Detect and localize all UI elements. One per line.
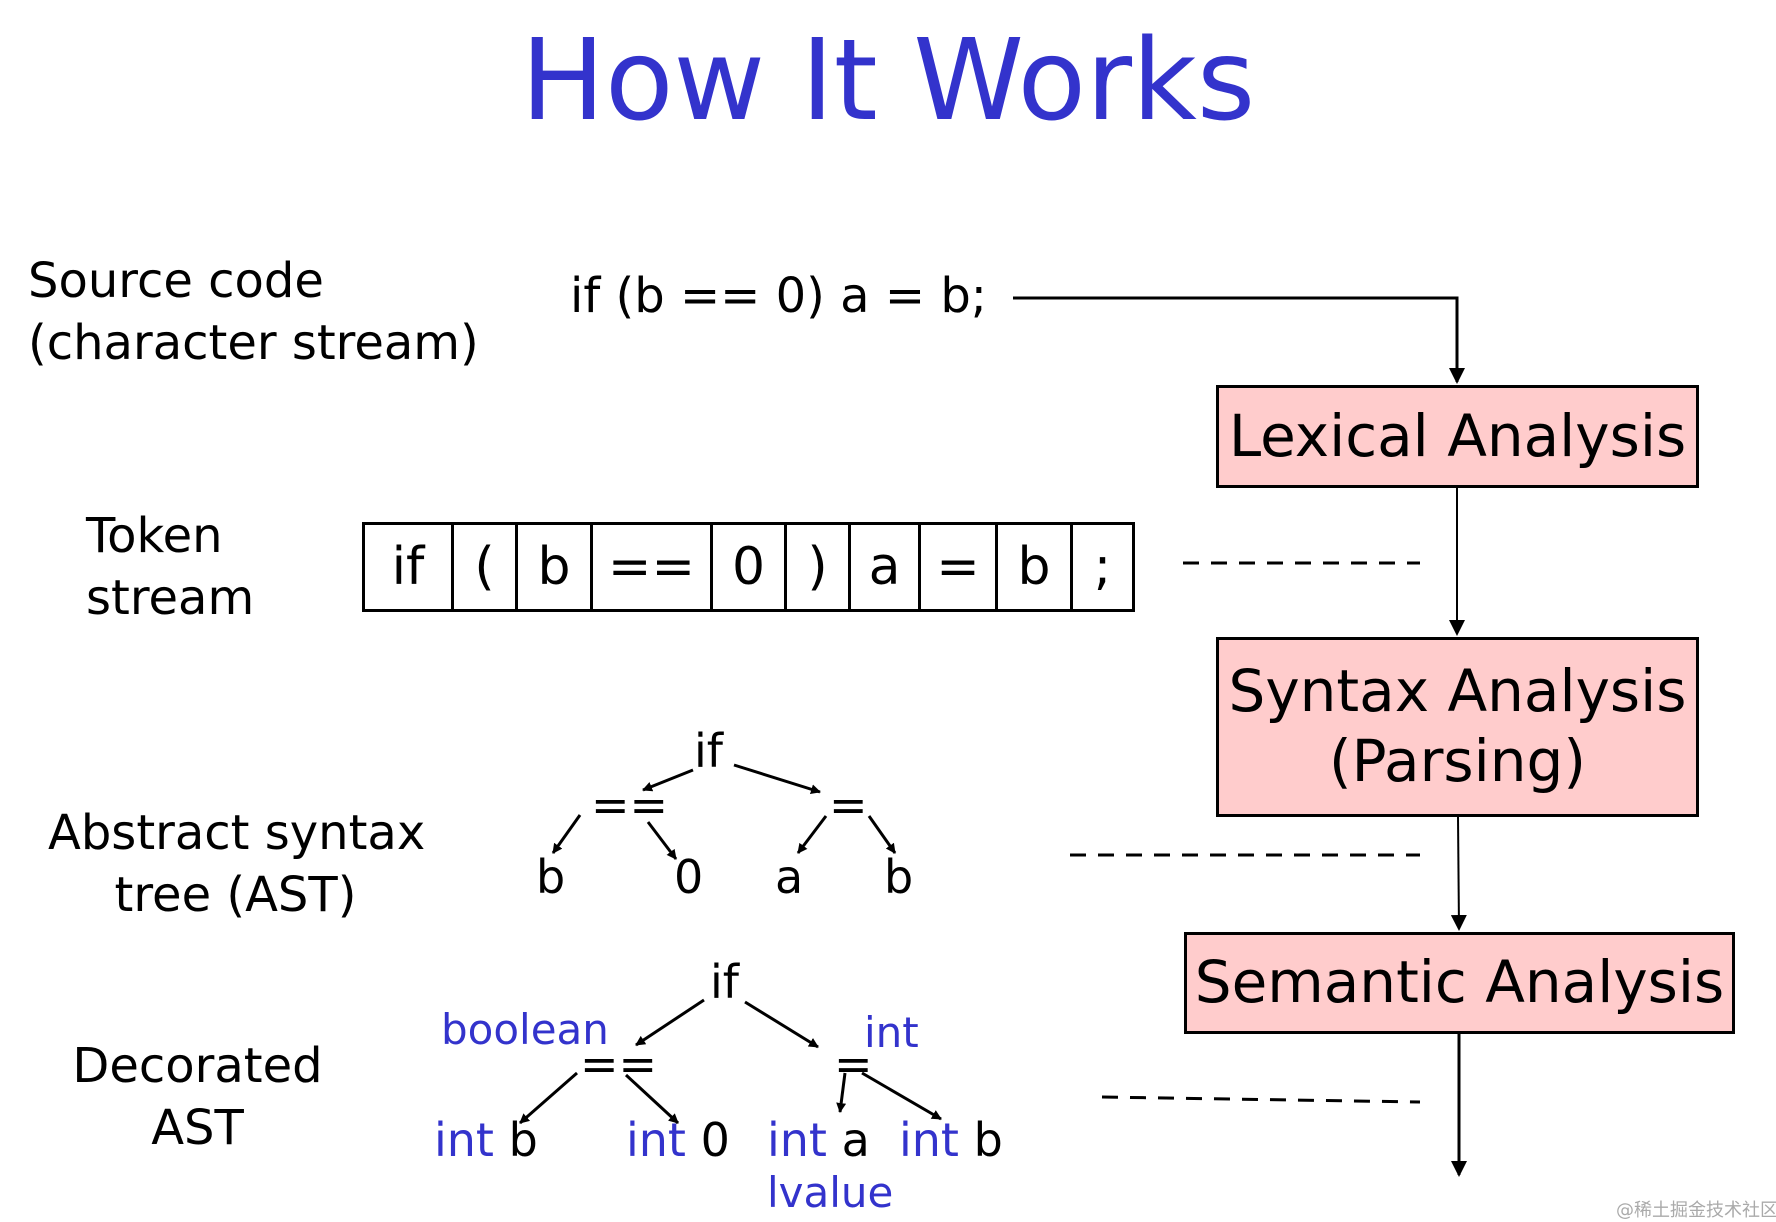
source-to-lexical-arrow (1013, 296, 1465, 384)
type-annotation: int (767, 1113, 827, 1167)
token-stream-label-line2: stream (86, 570, 255, 626)
decorated-node-assign: = (834, 1037, 873, 1091)
decorated-ast-label: Decorated AST (70, 1035, 325, 1159)
semantic-analysis-box: Semantic Analysis (1184, 932, 1735, 1034)
decorated-node-eq: == (580, 1037, 658, 1091)
token-cell: = (918, 525, 995, 609)
ast-edge (642, 768, 694, 792)
leaf-name: b (508, 1113, 538, 1167)
decorated-ast-edge (744, 1000, 819, 1049)
page-title: How It Works (520, 16, 1256, 146)
decorated-ast-edge (861, 1071, 942, 1121)
source-code-label-line1: Source code (28, 253, 324, 309)
decorated-ast-edge (836, 1072, 847, 1113)
token-stream-label-line1: Token (86, 508, 223, 564)
token-cell: == (590, 525, 710, 609)
lvalue-annotation: lvalue (767, 1168, 894, 1217)
decorated-leaf: int b (899, 1113, 1003, 1167)
type-annotation: int (434, 1113, 494, 1167)
token-cell: if (391, 537, 425, 597)
ast-edge (796, 815, 828, 854)
ast-node-leaf: b (536, 850, 566, 904)
source-code-label: Source code (character stream) (28, 250, 479, 374)
ast-edge (646, 821, 678, 860)
ast-node-if: if (694, 724, 723, 778)
decorated-node-if: if (710, 955, 739, 1009)
token-cell: ) (784, 525, 848, 609)
syntax-analysis-box: Syntax Analysis (Parsing) (1216, 637, 1699, 817)
token-cell: a (848, 525, 918, 609)
decorated-divider (1101, 1095, 1421, 1104)
decorated-ast-label-line1: Decorated (72, 1038, 323, 1094)
decorated-ast-edge (519, 1071, 578, 1125)
source-code-label-line2: (character stream) (28, 315, 479, 371)
ast-label-line1: Abstract syntax (48, 805, 426, 861)
type-annotation: int (899, 1113, 959, 1167)
leaf-name: a (841, 1113, 870, 1167)
type-annotation: int (626, 1113, 686, 1167)
token-cell: ; (1070, 525, 1132, 609)
ast-edge (733, 763, 821, 795)
ast-edge (867, 815, 897, 854)
ast-label: Abstract syntax tree (AST) (48, 802, 426, 926)
decorated-ast-edge (624, 1073, 680, 1125)
decorated-ast-label-line2: AST (151, 1100, 244, 1156)
ast-node-eq: == (591, 778, 669, 832)
ast-edge (551, 814, 582, 854)
source-code-text: if (b == 0) a = b; (570, 268, 987, 324)
leaf-name: 0 (700, 1113, 730, 1167)
decorated-leaf: int a (767, 1113, 870, 1167)
token-cell: ( (451, 525, 515, 609)
ast-node-assign: = (829, 778, 868, 832)
syntax-to-semantic-arrow (1450, 816, 1467, 931)
ast-node-leaf: 0 (674, 850, 704, 904)
leaf-name: b (973, 1113, 1003, 1167)
token-cell: b (515, 525, 590, 609)
token-stream-label: Token stream (86, 505, 254, 629)
token-cell: b (995, 525, 1070, 609)
decorated-ast-edge (635, 998, 705, 1047)
ast-node-leaf: b (884, 850, 914, 904)
ast-node-leaf: a (775, 850, 804, 904)
type-annotation-boolean: boolean (441, 1005, 609, 1054)
watermark: @稀土掘金技术社区 (1616, 1200, 1776, 1221)
decorated-leaf: int 0 (626, 1113, 730, 1167)
decorated-leaf: int b (434, 1113, 538, 1167)
token-stream: if ( b == 0 ) a = b ; (362, 522, 1135, 612)
token-cell: 0 (710, 525, 784, 609)
ast-label-line2: tree (AST) (114, 867, 357, 923)
type-annotation-int: int (864, 1008, 919, 1057)
lexical-analysis-box: Lexical Analysis (1216, 385, 1699, 488)
